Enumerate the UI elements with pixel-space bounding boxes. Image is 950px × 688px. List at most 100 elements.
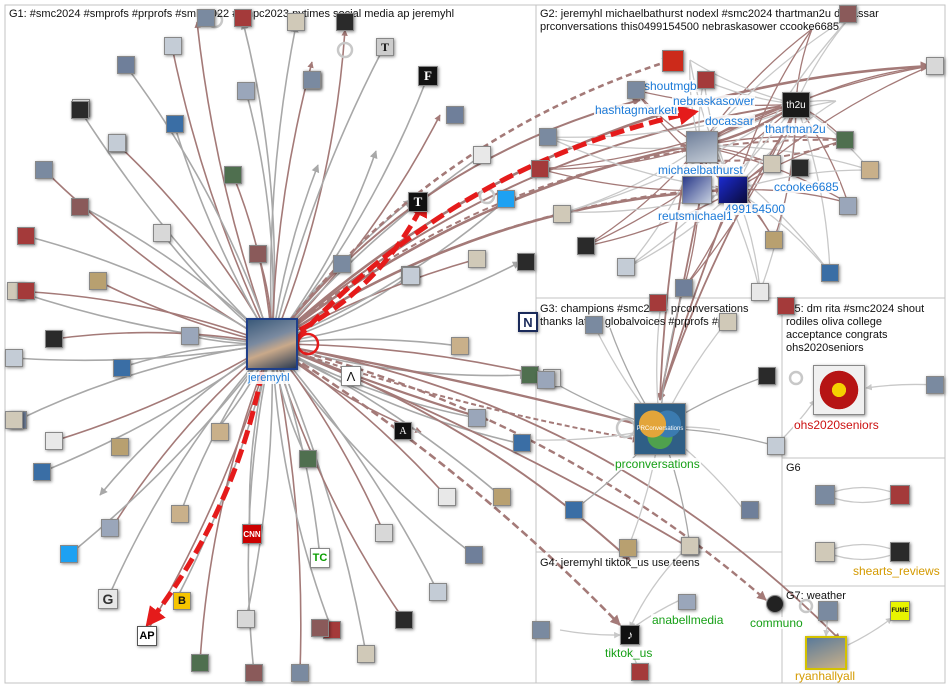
- node-n-logo[interactable]: N: [518, 312, 538, 332]
- node-avatar[interactable]: [585, 316, 603, 334]
- node-avatar[interactable]: [402, 267, 420, 285]
- node-avatar[interactable]: [234, 9, 252, 27]
- node-avatar[interactable]: [926, 376, 944, 394]
- node-avatar[interactable]: [675, 279, 693, 297]
- node-b-logo[interactable]: B: [173, 592, 191, 610]
- node-nytimes-logo[interactable]: T: [408, 192, 428, 212]
- node-avatar[interactable]: [71, 101, 89, 119]
- node-avatar[interactable]: [287, 13, 305, 31]
- node-avatar[interactable]: [926, 57, 944, 75]
- node-avatar[interactable]: [619, 539, 637, 557]
- node-avatar[interactable]: [108, 134, 126, 152]
- node-avatar[interactable]: [890, 485, 910, 505]
- node-avatar[interactable]: [153, 224, 171, 242]
- node-fume-logo[interactable]: FUME: [890, 601, 910, 621]
- node-avatar[interactable]: [164, 37, 182, 55]
- node-avatar[interactable]: [763, 155, 781, 173]
- node-avatar[interactable]: [531, 160, 549, 178]
- node-avatar[interactable]: [333, 255, 351, 273]
- node-avatar[interactable]: [631, 663, 649, 681]
- node-avatar[interactable]: [777, 297, 795, 315]
- node-avatar[interactable]: [171, 505, 189, 523]
- node-avatar[interactable]: [627, 81, 645, 99]
- node-avatar[interactable]: [451, 337, 469, 355]
- node-avatar[interactable]: [493, 488, 511, 506]
- node-anabellmedia-avatar[interactable]: [678, 594, 696, 610]
- node-avatar[interactable]: [35, 161, 53, 179]
- node-cnn-logo[interactable]: CNN: [242, 524, 262, 544]
- node-avatar[interactable]: [821, 264, 839, 282]
- node-avatar[interactable]: [765, 231, 783, 249]
- node-avatar[interactable]: [465, 546, 483, 564]
- node-avatar[interactable]: [17, 227, 35, 245]
- node-nyt-top-logo[interactable]: T: [376, 38, 394, 56]
- node-forbes-logo[interactable]: F: [418, 66, 438, 86]
- node-avatar[interactable]: [33, 463, 51, 481]
- node-techcrunch-logo[interactable]: TC: [310, 548, 330, 568]
- node-avatar[interactable]: [719, 313, 737, 331]
- node-this0499154500-avatar[interactable]: [718, 176, 748, 204]
- node-avatar[interactable]: [815, 485, 835, 505]
- node-avatar[interactable]: [336, 13, 354, 31]
- node-avatar[interactable]: [211, 423, 229, 441]
- node-avatar[interactable]: [197, 9, 215, 27]
- node-ap-logo[interactable]: AP: [137, 626, 157, 646]
- node-tiktok-logo[interactable]: ♪: [620, 625, 640, 645]
- node-avatar[interactable]: [181, 327, 199, 345]
- node-avatar[interactable]: [303, 71, 321, 89]
- node-avatar[interactable]: [311, 619, 329, 637]
- node-a-bold-logo[interactable]: A: [394, 422, 412, 440]
- node-avatar[interactable]: [375, 524, 393, 542]
- node-avatar[interactable]: [767, 437, 785, 455]
- node-avatar[interactable]: [513, 434, 531, 452]
- node-avatar[interactable]: [791, 159, 809, 177]
- node-thartman2u-avatar[interactable]: th2u: [782, 92, 810, 118]
- node-avatar[interactable]: [5, 349, 23, 367]
- node-avatar[interactable]: [565, 501, 583, 519]
- node-lambda-logo[interactable]: Λ: [341, 366, 361, 386]
- node-avatar[interactable]: [71, 198, 89, 216]
- node-ryanhallyall-avatar[interactable]: [805, 636, 847, 670]
- node-avatar[interactable]: [17, 282, 35, 300]
- node-avatar[interactable]: [299, 450, 317, 468]
- node-avatar[interactable]: [446, 106, 464, 124]
- node-avatar[interactable]: [815, 542, 835, 562]
- node-communo-avatar[interactable]: [766, 595, 784, 613]
- node-avatar[interactable]: [249, 245, 267, 263]
- node-avatar[interactable]: [758, 367, 776, 385]
- node-avatar[interactable]: [45, 330, 63, 348]
- node-prconversations-logo[interactable]: PRConversations: [634, 403, 686, 455]
- node-avatar[interactable]: [357, 645, 375, 663]
- node-avatar[interactable]: [429, 583, 447, 601]
- node-avatar[interactable]: [45, 432, 63, 450]
- node-avatar[interactable]: [861, 161, 879, 179]
- node-twitter-logo-2[interactable]: [60, 545, 78, 563]
- node-jeremyhl-avatar[interactable]: [246, 318, 298, 370]
- node-avatar[interactable]: [111, 438, 129, 456]
- node-avatar[interactable]: [468, 250, 486, 268]
- node-twitter-logo-1[interactable]: [497, 190, 515, 208]
- node-avatar[interactable]: [473, 146, 491, 164]
- node-avatar[interactable]: [836, 131, 854, 149]
- node-avatar[interactable]: [681, 537, 699, 555]
- node-avatar[interactable]: [577, 237, 595, 255]
- node-google-logo[interactable]: G: [98, 589, 118, 609]
- node-avatar[interactable]: [649, 294, 667, 312]
- node-avatar[interactable]: [517, 253, 535, 271]
- node-avatar[interactable]: [553, 205, 571, 223]
- node-avatar[interactable]: [617, 258, 635, 276]
- node-avatar[interactable]: [751, 283, 769, 301]
- node-avatar[interactable]: [101, 519, 119, 537]
- node-avatar[interactable]: [5, 411, 23, 429]
- node-avatar[interactable]: [537, 371, 555, 389]
- node-avatar[interactable]: [532, 621, 550, 639]
- node-avatar[interactable]: [191, 654, 209, 672]
- node-avatar[interactable]: [839, 197, 857, 215]
- node-avatar[interactable]: [468, 409, 486, 427]
- node-avatar[interactable]: [438, 488, 456, 506]
- node-michaelbathurst-avatar[interactable]: [686, 131, 718, 163]
- node-avatar[interactable]: [237, 82, 255, 100]
- node-avatar[interactable]: [166, 115, 184, 133]
- node-avatar[interactable]: [839, 5, 857, 23]
- node-avatar[interactable]: [539, 128, 557, 146]
